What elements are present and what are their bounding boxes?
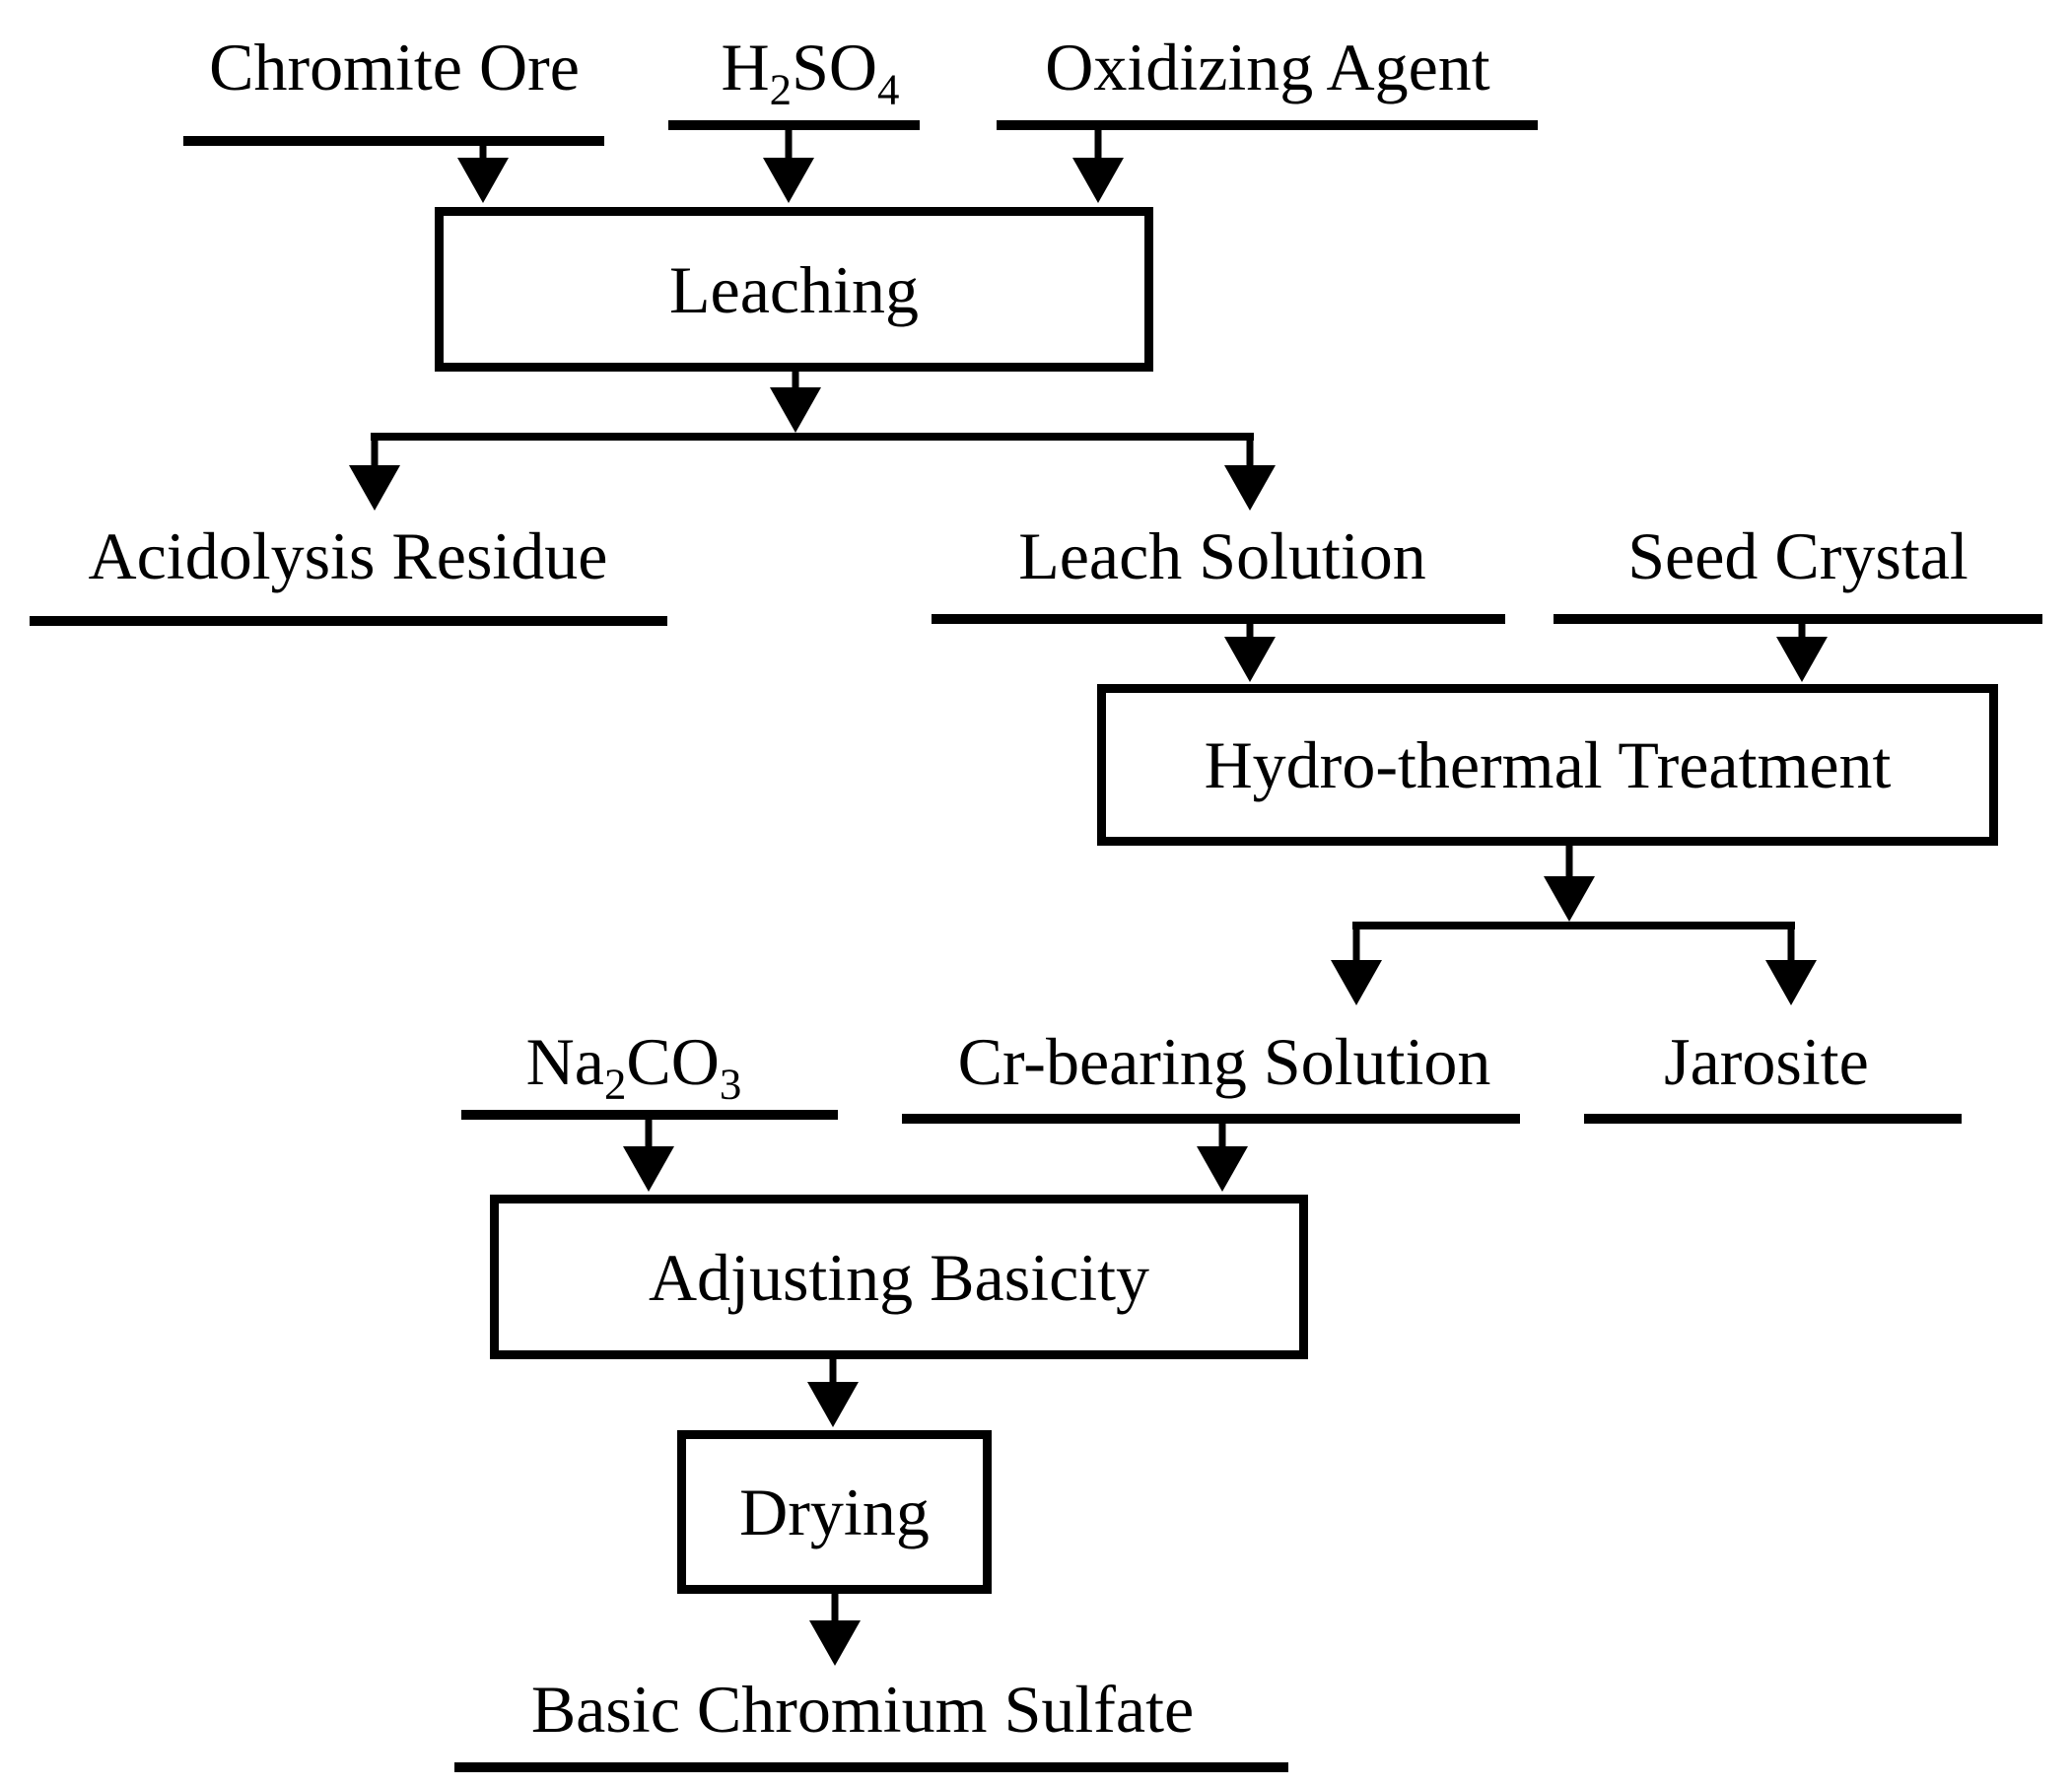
arrow-head [1765, 960, 1817, 1005]
arrow-stem [785, 125, 793, 164]
arrow-stem [829, 1359, 837, 1388]
arrow-to-cr-bearing-solution-icon [1331, 928, 1382, 1005]
arrow-stem [831, 1594, 839, 1626]
arrow-chromite-to-leaching-icon [457, 141, 509, 203]
arrow-head [809, 1620, 861, 1666]
split-rail-leaching [371, 433, 1254, 441]
arrow-head [1224, 465, 1276, 511]
underline-basic-chromium-sulfate [454, 1762, 1288, 1772]
label-oxidizing-agent: Oxidizing Agent [1045, 30, 1490, 104]
process-label-hydrothermal-treatment: Hydro-thermal Treatment [1204, 727, 1892, 802]
label-acidolysis-residue: Acidolysis Residue [88, 518, 608, 593]
arrow-stem [1246, 619, 1254, 643]
arrow-stem [1787, 928, 1795, 966]
arrow-head [1197, 1146, 1248, 1192]
process-label-adjusting-basicity: Adjusting Basicity [648, 1239, 1150, 1315]
arrow-head [770, 387, 821, 433]
arrow-stem [479, 141, 487, 164]
arrow-stem [1246, 435, 1254, 471]
label-seed-crystal: Seed Crystal [1627, 518, 1968, 593]
process-box-leaching: Leaching [435, 207, 1153, 372]
process-box-hydrothermal-treatment: Hydro-thermal Treatment [1097, 684, 1998, 846]
arrow-to-acidolysis-residue-icon [349, 435, 400, 511]
label-leach-solution: Leach Solution [1018, 518, 1426, 593]
arrow-stem [645, 1115, 653, 1152]
arrow-head [1331, 960, 1382, 1005]
label-h2so4: H2SO4 [721, 30, 900, 114]
arrow-cr-solution-to-adjusting-icon [1197, 1119, 1248, 1192]
arrow-leaching-output-icon [770, 372, 821, 433]
process-box-drying: Drying [677, 1430, 992, 1594]
arrow-h2so4-to-leaching-icon [763, 125, 814, 203]
underline-chromite-ore [183, 136, 604, 146]
arrow-head [623, 1146, 674, 1192]
arrow-head [349, 465, 400, 511]
underline-acidolysis-residue [30, 616, 667, 626]
arrow-head [1224, 637, 1276, 682]
arrow-stem [1565, 846, 1573, 882]
arrow-na2co3-to-adjusting-icon [623, 1115, 674, 1192]
arrow-head [763, 158, 814, 203]
label-chromite-ore: Chromite Ore [209, 30, 580, 104]
underline-oxidizing-agent [997, 120, 1538, 130]
arrow-leach-solution-to-hydrothermal-icon [1224, 619, 1276, 682]
arrow-stem [792, 372, 799, 393]
arrow-hydrothermal-output-icon [1544, 846, 1595, 922]
arrow-head [1776, 637, 1828, 682]
arrow-stem [1798, 619, 1806, 643]
process-box-adjusting-basicity: Adjusting Basicity [490, 1195, 1308, 1359]
arrow-head [1072, 158, 1124, 203]
arrow-stem [371, 435, 379, 471]
underline-seed-crystal [1554, 614, 2042, 624]
label-jarosite: Jarosite [1664, 1024, 1869, 1099]
arrow-head [457, 158, 509, 203]
arrow-stem [1352, 928, 1360, 966]
arrow-to-jarosite-icon [1765, 928, 1817, 1005]
underline-cr-bearing-solution [902, 1114, 1520, 1124]
arrow-stem [1094, 125, 1102, 164]
underline-h2so4 [668, 120, 920, 130]
process-label-leaching: Leaching [669, 251, 919, 327]
split-rail-hydrothermal [1352, 922, 1795, 929]
label-basic-chromium-sulfate: Basic Chromium Sulfate [530, 1672, 1195, 1747]
arrow-to-leach-solution-icon [1224, 435, 1276, 511]
label-na2co3: Na2CO3 [525, 1024, 742, 1109]
underline-jarosite [1584, 1114, 1962, 1124]
underline-leach-solution [932, 614, 1505, 624]
arrow-oxidizing-to-leaching-icon [1072, 125, 1124, 203]
arrow-drying-to-product-icon [809, 1594, 861, 1666]
arrow-head [807, 1382, 859, 1427]
arrow-adjusting-to-drying-icon [807, 1359, 859, 1427]
arrow-seed-crystal-to-hydrothermal-icon [1776, 619, 1828, 682]
label-cr-bearing-solution: Cr-bearing Solution [957, 1024, 1491, 1099]
arrow-head [1544, 876, 1595, 922]
process-label-drying: Drying [739, 1475, 930, 1549]
arrow-stem [1218, 1119, 1226, 1152]
